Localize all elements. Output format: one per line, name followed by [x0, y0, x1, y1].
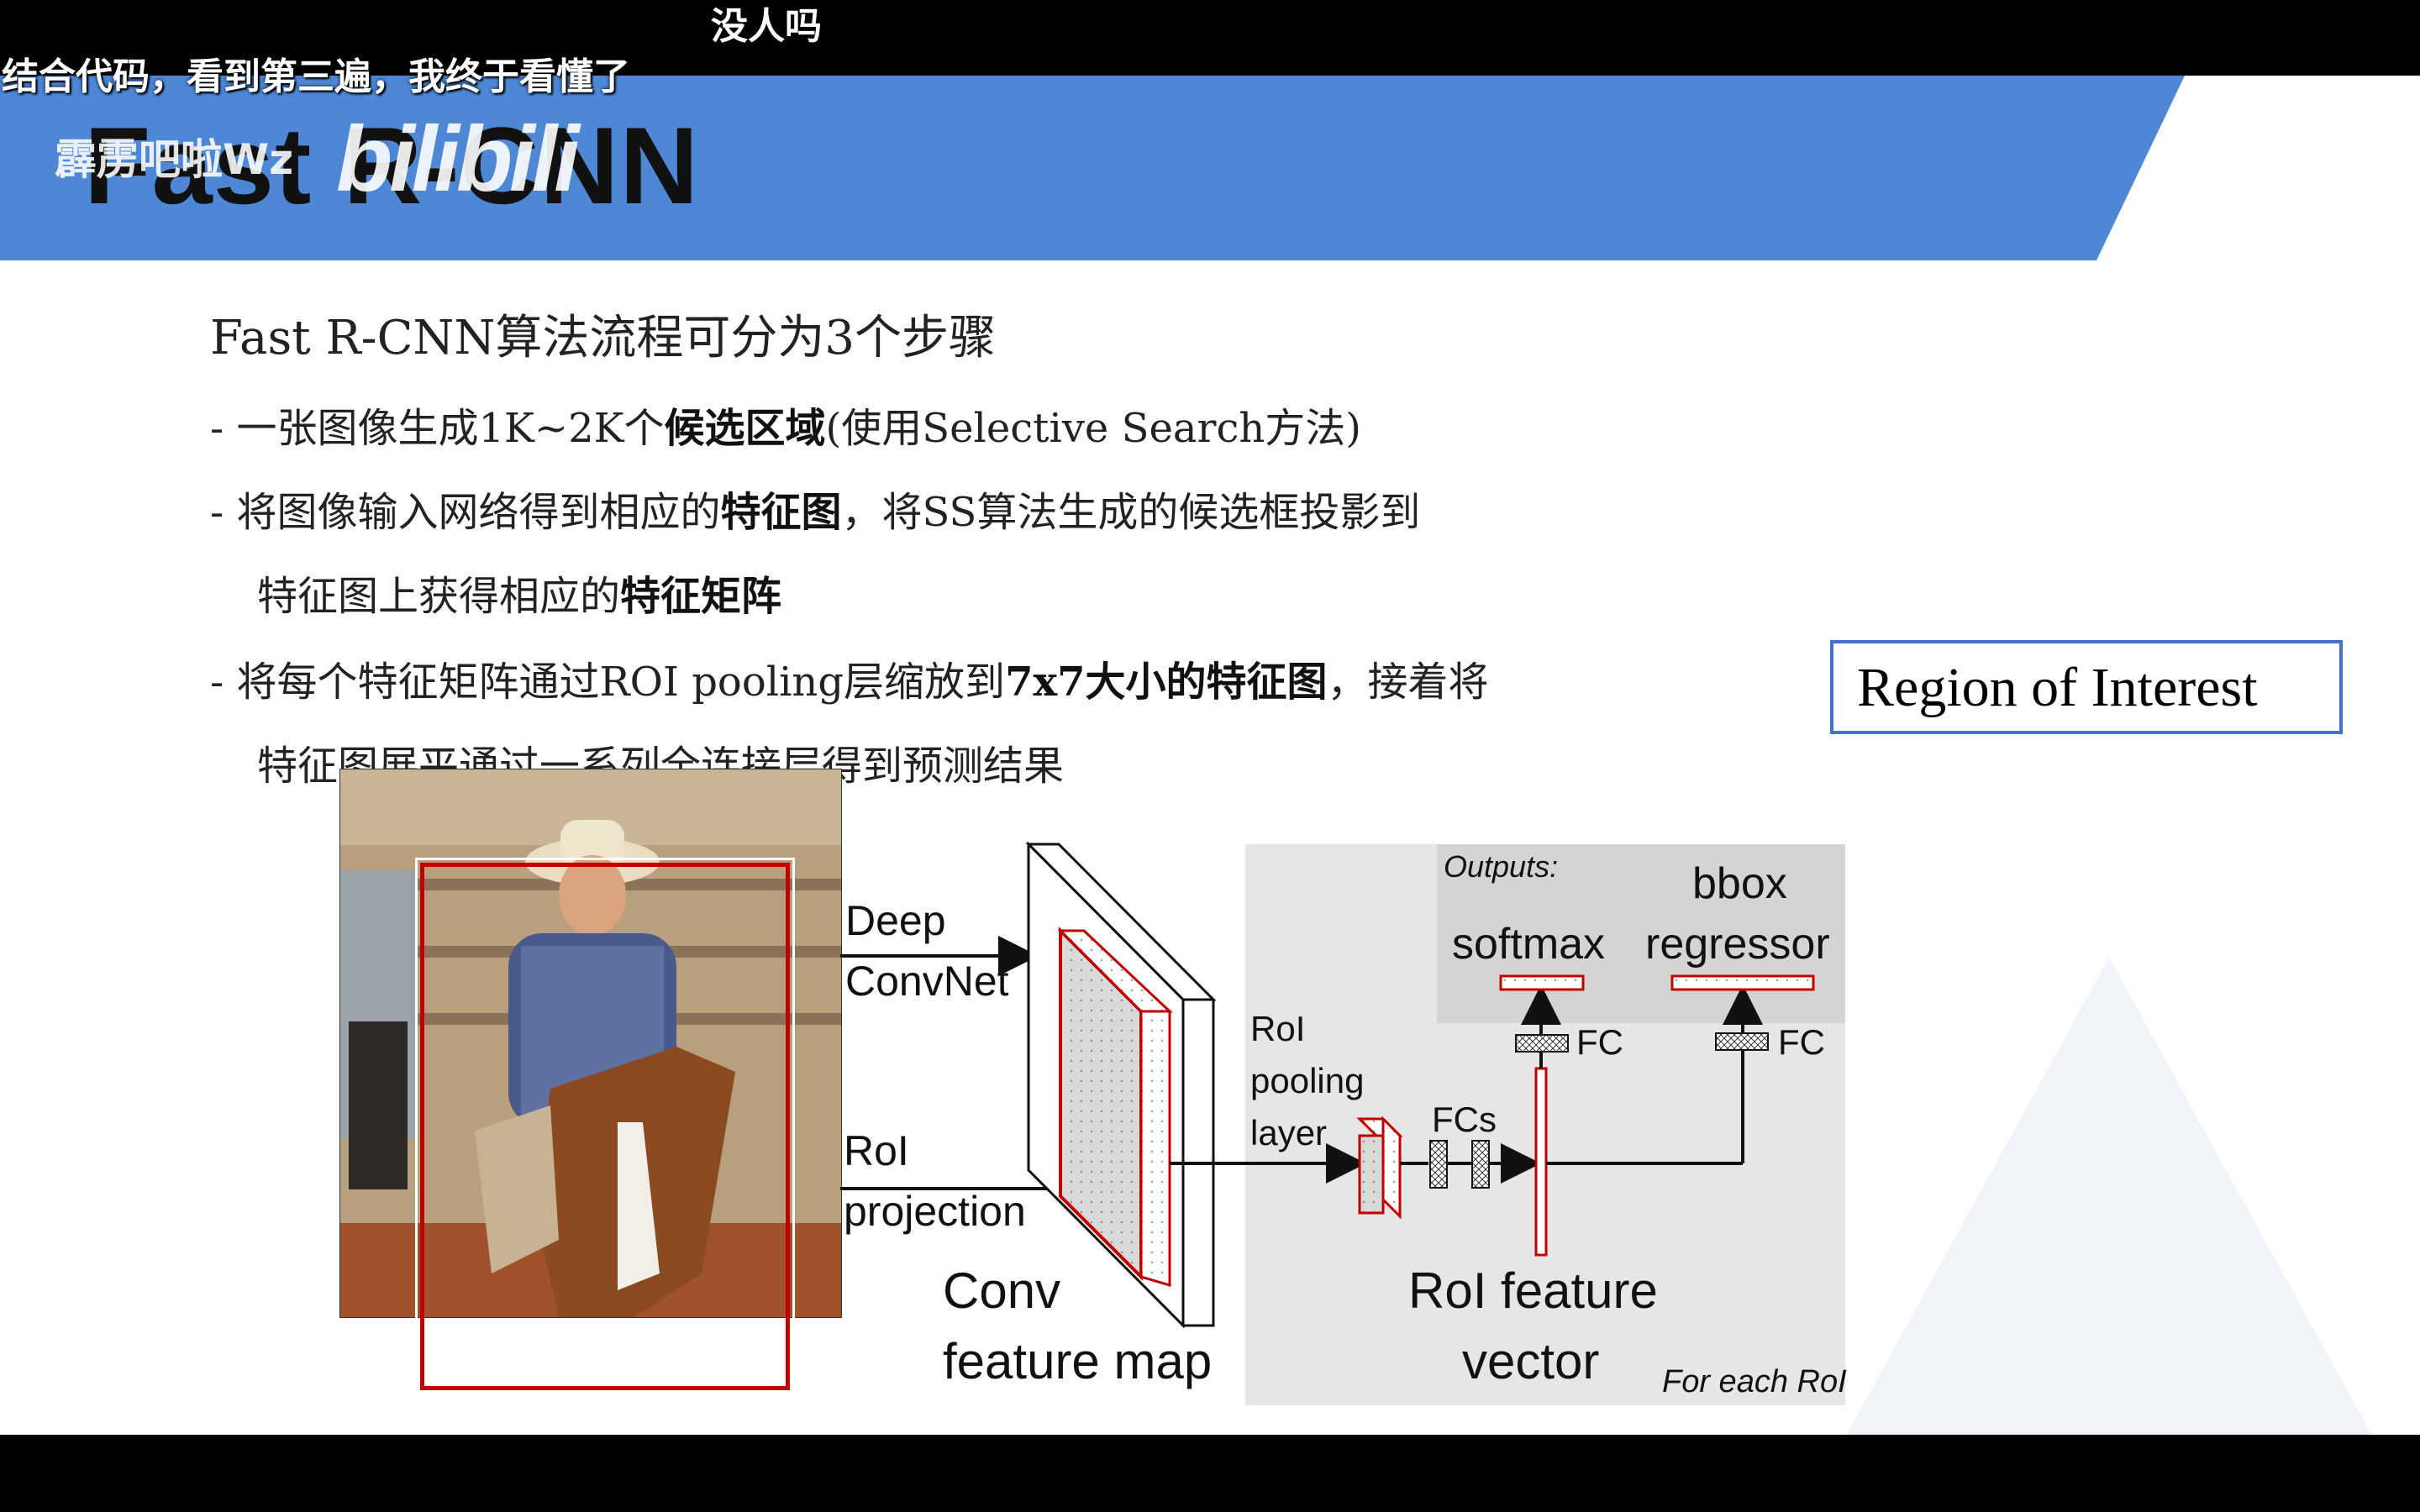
conv-label: Conv	[943, 1262, 1060, 1320]
pooling-label: pooling	[1250, 1060, 1364, 1102]
roi-feature-vector	[1536, 1068, 1546, 1255]
vector-label: vector	[1462, 1332, 1599, 1391]
bbox-output	[1672, 976, 1813, 990]
projection-label: projection	[844, 1186, 1026, 1236]
roi-label: RoI	[844, 1126, 909, 1176]
video-bottom-letterbox	[0, 1435, 2420, 1512]
roi-feature-label: RoI feature	[1408, 1262, 1658, 1320]
danmaku-comment-1: 没人吗	[711, 5, 822, 49]
bbox-label: bbox	[1692, 858, 1787, 909]
regressor-label: regressor	[1645, 919, 1830, 969]
layer-label: layer	[1250, 1112, 1327, 1154]
fc-layer-2	[1472, 1141, 1489, 1188]
deep-label: Deep	[845, 895, 946, 946]
convnet-label: ConvNet	[845, 956, 1009, 1006]
fc-softmax	[1516, 1035, 1568, 1052]
fc-softmax-label: FC	[1576, 1021, 1623, 1063]
danmaku-comment-2: 结合代码，看到第三遍，我终于看懂了	[2, 55, 630, 99]
outputs-label: Outputs:	[1444, 848, 1558, 885]
fc-bbox-label: FC	[1778, 1021, 1825, 1063]
feature-map-label: feature map	[943, 1332, 1212, 1391]
fcs-label: FCs	[1432, 1099, 1497, 1141]
softmax-label: softmax	[1452, 919, 1605, 969]
roi-pooled-feature	[1360, 1136, 1383, 1213]
fc-bbox	[1716, 1033, 1768, 1050]
pooling-roi-label: RoI	[1250, 1008, 1305, 1050]
softmax-output	[1501, 976, 1583, 990]
for-each-roi-label: For each RoI	[1662, 1362, 1847, 1401]
fc-layer-1	[1430, 1141, 1447, 1188]
